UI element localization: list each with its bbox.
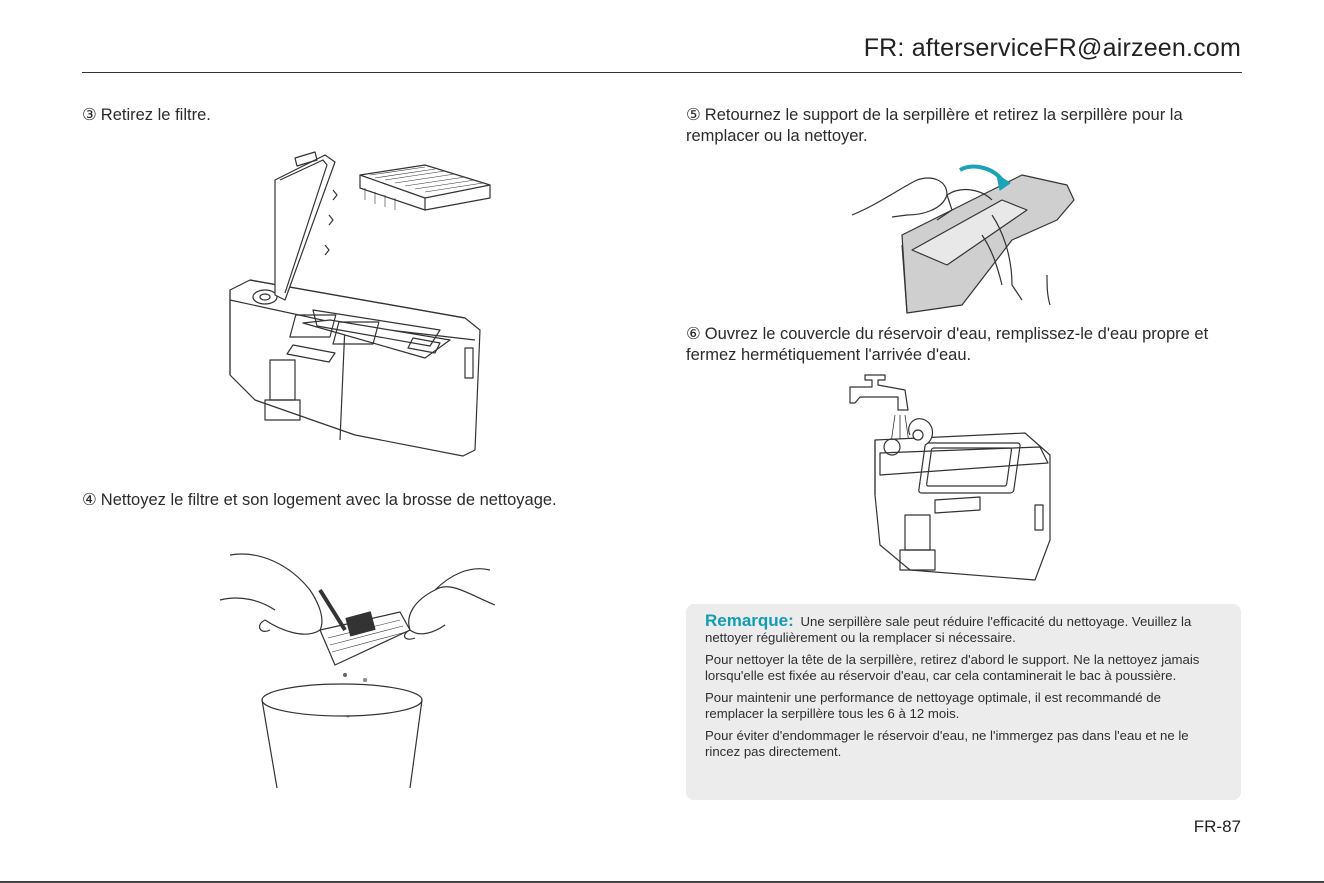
filter-brush-cleaning-illustration <box>219 553 496 789</box>
step-6-number: ⑥ <box>686 325 701 343</box>
note-label: Remarque: <box>705 611 794 630</box>
step-5-number: ⑤ <box>686 106 701 124</box>
note-paragraph-3: Pour maintenir une performance de nettoy… <box>705 690 1161 721</box>
mop-holder-flip-illustration <box>851 164 1075 314</box>
step-4-number: ④ <box>82 491 97 509</box>
step-3-text: Retirez le filtre. <box>100 106 211 124</box>
step-6-text: Ouvrez le couvercle du réservoir d'eau, … <box>686 325 1209 364</box>
note-paragraph-1: Remarque: Une serpillère sale peut rédui… <box>705 611 1221 646</box>
header-contact: FR: afterserviceFR@airzeen.com <box>863 34 1241 62</box>
header-rule <box>82 72 1242 73</box>
note-box: Remarque: Une serpillère sale peut rédui… <box>686 604 1241 800</box>
step-4-text: Nettoyez le filtre et son logement avec … <box>100 491 557 509</box>
note-paragraph-2: Pour nettoyer la tête de la serpillère, … <box>705 652 1200 683</box>
dust-bin-open-lid-illustration <box>229 151 491 457</box>
note-paragraph-4: Pour éviter d'endommager le réservoir d'… <box>705 728 1189 759</box>
page-number: FR-87 <box>1193 817 1241 836</box>
step-3-number: ③ <box>82 106 97 124</box>
bottom-rule <box>0 881 1324 883</box>
faucet-icon <box>849 374 909 411</box>
filter-illustration <box>359 164 491 211</box>
note-text-1: Une serpillère sale peut réduire l'effic… <box>705 614 1192 645</box>
water-tank-fill-illustration <box>849 374 1051 581</box>
step-5-text: Retournez le support de la serpillère et… <box>686 106 1183 145</box>
